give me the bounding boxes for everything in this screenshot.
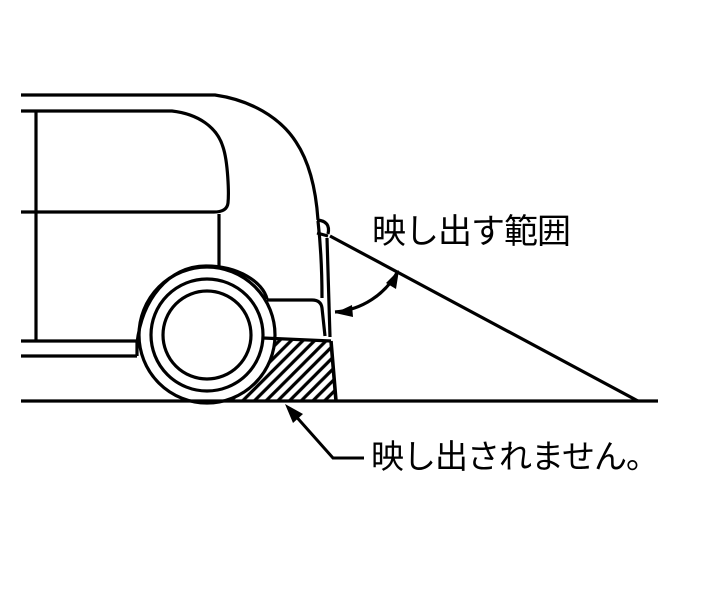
wheel-inner-circle [161, 289, 253, 381]
arrowhead-toward-bumper-icon [335, 305, 353, 317]
car-outline [21, 93, 338, 405]
not-displayed-label: 映し出されません。 [371, 438, 658, 475]
leader-line [291, 412, 364, 460]
roof-and-rear-pillar-line [21, 93, 320, 221]
blind-zone-right-edge [329, 340, 338, 402]
not-displayed-leader [285, 404, 364, 460]
camera-sight-line [329, 234, 639, 403]
not-displayed-hatched-area [221, 339, 336, 401]
view-angle-arrow [334, 270, 400, 317]
hatch-door-edge-line [316, 220, 324, 299]
rear-edge-line [325, 237, 332, 338]
angle-arc [334, 270, 400, 314]
arrowhead-toward-sight-line-icon [386, 270, 399, 289]
bumper-bottom-line [262, 336, 332, 343]
side-window-outline [21, 109, 230, 214]
wheel-middle-circle [149, 277, 265, 393]
wheel-arch-line [135, 264, 269, 344]
camera-housing-bump [316, 218, 331, 238]
bumper-top-line [267, 298, 327, 337]
view-range-label: 映し出す範囲 [372, 213, 570, 251]
leader-arrowhead-icon [285, 404, 303, 423]
wheel-outer-circle [137, 265, 277, 405]
